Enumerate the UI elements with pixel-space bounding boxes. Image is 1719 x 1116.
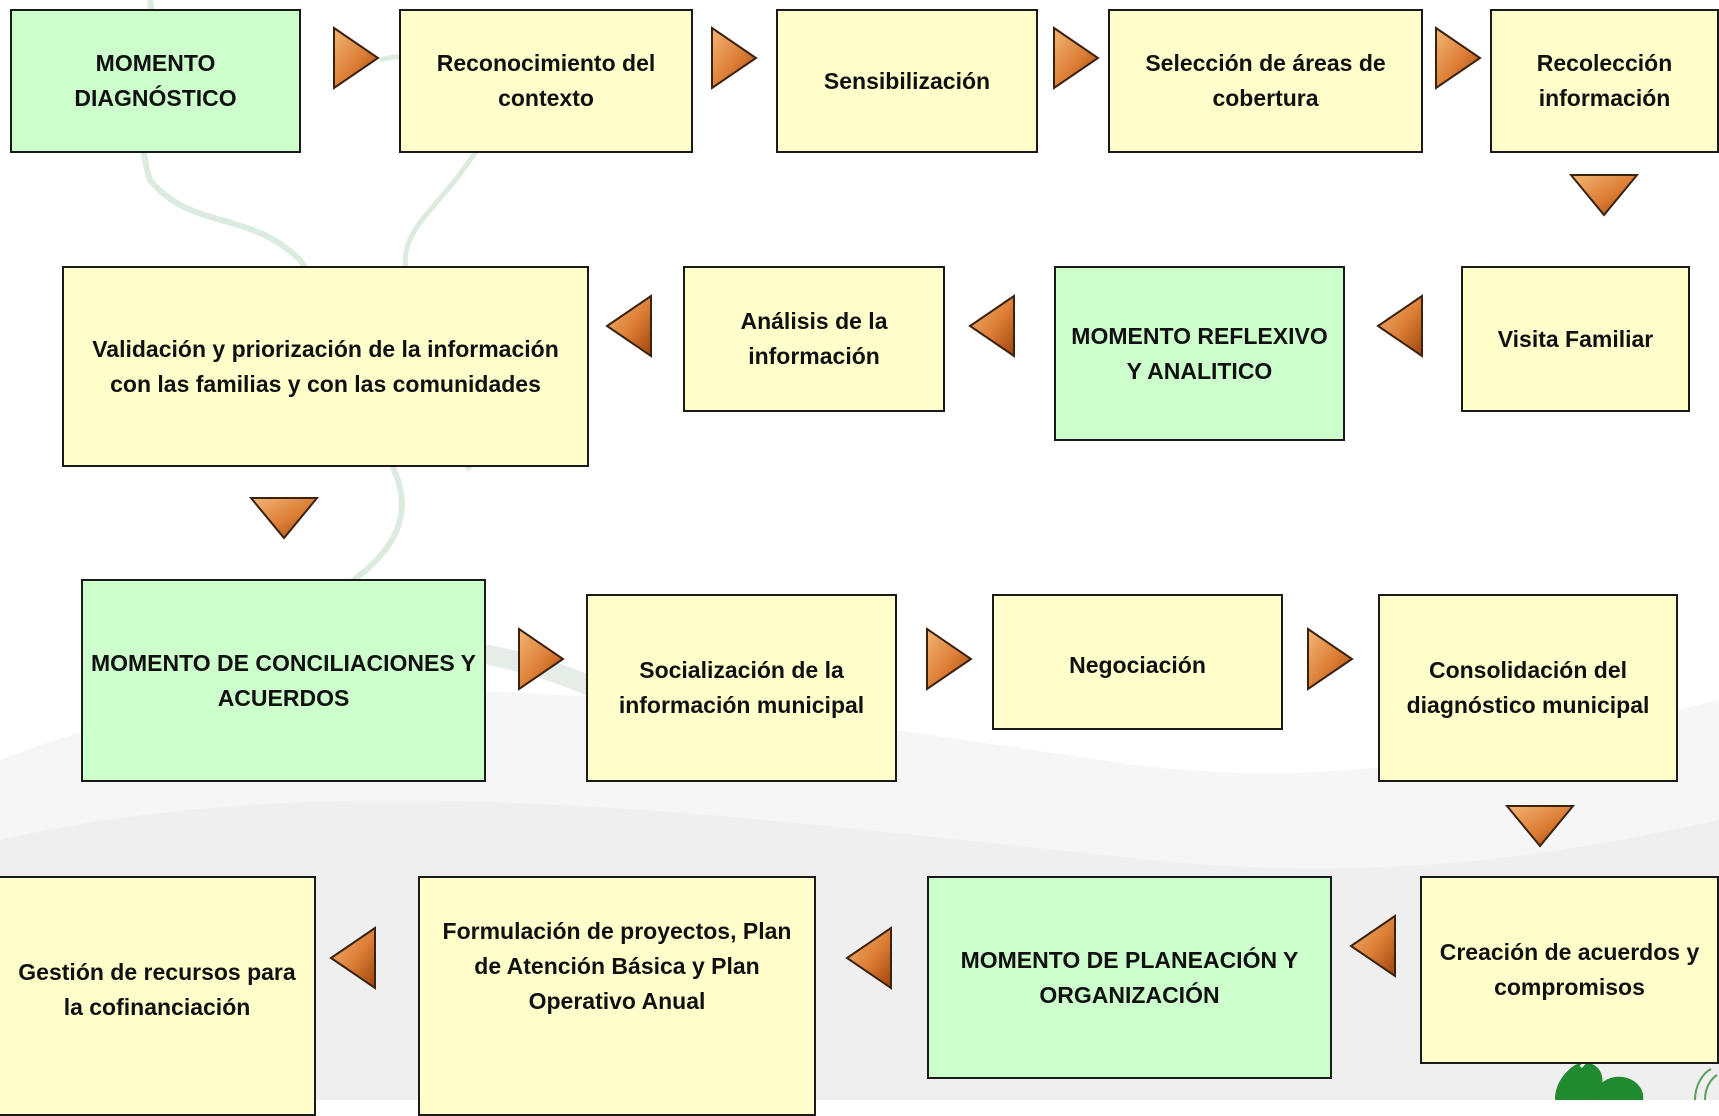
arrow-down-icon [1505,805,1575,848]
arrow-right-icon [1307,627,1354,691]
arrow-right-icon [711,26,758,90]
arrow-right-icon [518,627,565,691]
arrow-right-icon [333,26,380,90]
step-reconocimiento-contexto: Reconocimiento del contexto [399,9,693,153]
step-label: Reconocimiento del contexto [436,50,656,111]
arrow-left-icon [1349,914,1396,978]
step-negociacion: Negociación [992,594,1283,730]
step-label: Negociación [1069,652,1206,678]
step-label: Gestión de recursos para la cofinanciaci… [18,959,296,1020]
step-gestion-recursos: Gestión de recursos para la cofinanciaci… [0,876,316,1116]
step-label: Creación de acuerdos y compromisos [1439,939,1700,1000]
step-label: Selección de áreas de cobertura [1145,50,1386,111]
step-momento-conciliaciones: MOMENTO DE CONCILIACIONES Y ACUERDOS [81,579,486,782]
step-validacion-priorizacion: Validación y priorización de la informac… [62,266,589,467]
step-analisis-informacion: Análisis de la información [683,266,945,412]
arrow-down-icon [249,497,319,540]
step-label: MOMENTO REFLEXIVO Y ANALITICO [1071,322,1328,384]
step-formulacion-proyectos: Formulación de proyectos, Plan de Atenci… [418,876,816,1116]
step-label: Visita Familiar [1497,325,1654,352]
step-label: Validación y priorización de la informac… [92,335,559,397]
step-label: Socialización de la información municipa… [618,657,865,718]
arrow-left-icon [605,294,652,358]
step-visita-familiar: Visita Familiar [1461,266,1690,412]
step-momento-diagnostico: MOMENTO DIAGNÓSTICO [10,9,301,153]
step-momento-reflexivo: MOMENTO REFLEXIVO Y ANALITICO [1054,266,1345,441]
step-label: MOMENTO DIAGNÓSTICO [74,50,237,111]
step-socializacion-informacion: Socialización de la información municipa… [586,594,897,782]
arrow-left-icon [845,926,892,990]
step-seleccion-areas: Selección de áreas de cobertura [1108,9,1423,153]
step-creacion-acuerdos: Creación de acuerdos y compromisos [1420,876,1719,1064]
step-label: MOMENTO DE CONCILIACIONES Y ACUERDOS [90,649,477,711]
step-label: Sensibilización [823,67,991,94]
step-label: Análisis de la información [740,308,888,369]
step-recoleccion-informacion: Recolección información [1490,9,1719,153]
step-label: MOMENTO DE PLANEACIÓN Y ORGANIZACIÓN [960,946,1299,1008]
step-momento-planeacion: MOMENTO DE PLANEACIÓN Y ORGANIZACIÓN [927,876,1332,1079]
step-label: Recolección información [1536,50,1673,111]
step-label: Consolidación del diagnóstico municipal [1406,657,1650,718]
arrow-right-icon [1053,26,1100,90]
arrow-left-icon [1376,294,1423,358]
step-label: Formulación de proyectos, Plan de Atenci… [442,918,792,1014]
arrow-left-icon [968,294,1015,358]
arrow-right-icon [1435,26,1482,90]
arrow-right-icon [926,627,973,691]
step-sensibilizacion: Sensibilización [776,9,1038,153]
step-consolidacion-diagnostico: Consolidación del diagnóstico municipal [1378,594,1678,782]
arrow-left-icon [329,926,376,990]
arrow-down-icon [1569,174,1639,217]
